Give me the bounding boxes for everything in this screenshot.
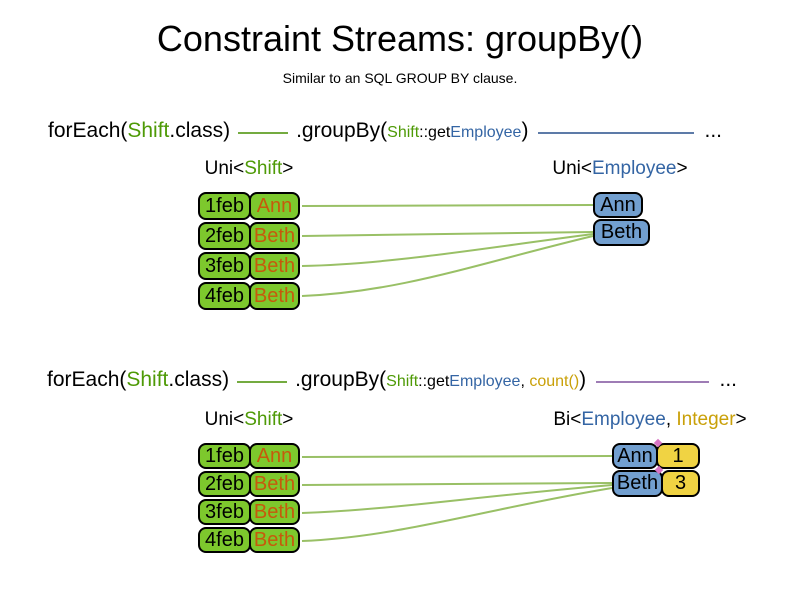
d1-connector-row4-beth bbox=[301, 235, 594, 297]
count-box-ann: 1 bbox=[656, 443, 700, 469]
param-getter: ::get bbox=[418, 373, 450, 390]
bi-prefix: Bi< bbox=[553, 409, 582, 430]
code2-green-connector-line bbox=[237, 380, 288, 383]
shift-date-cell: 3feb bbox=[198, 499, 251, 525]
diagram2-right-type-label: Bi<Employee, Integer> bbox=[535, 409, 765, 431]
foreach-open: forEach( bbox=[47, 368, 127, 391]
diagram1-right-type-label: Uni<Employee> bbox=[540, 158, 700, 180]
shift-date-cell: 2feb bbox=[198, 222, 251, 250]
param-employee: Employee bbox=[449, 373, 521, 390]
diagram2-left-type-label: Uni<Shift> bbox=[199, 409, 299, 431]
shift-employee-cell: Beth bbox=[249, 252, 300, 280]
d1-connector-row1-ann bbox=[301, 204, 594, 207]
d1-connector-row2-beth bbox=[301, 231, 594, 237]
diagram2-shift-table: 1feb Ann 2feb Beth 3feb Beth 4feb Beth bbox=[198, 443, 300, 555]
groupby-expression-1: .groupBy(Shift::getEmployee) bbox=[296, 119, 528, 143]
uni-prefix: Uni< bbox=[552, 158, 592, 179]
code-line-1: forEach(Shift.class) .groupBy(Shift::get… bbox=[48, 119, 722, 143]
shift-employee-cell: Beth bbox=[249, 222, 300, 250]
table-row: 1feb Ann bbox=[198, 443, 300, 469]
diagram1-shift-table: 1feb Ann 2feb Beth 3feb Beth 4feb Beth bbox=[198, 192, 300, 312]
table-row: 4feb Beth bbox=[198, 282, 300, 310]
ellipsis-2: ... bbox=[719, 368, 737, 391]
code1-blue-connector-line bbox=[538, 131, 695, 134]
param-comma: , bbox=[520, 373, 530, 390]
shift-date-cell: 1feb bbox=[198, 443, 251, 469]
group-box-beth: Beth bbox=[593, 219, 650, 246]
shift-date-cell: 1feb bbox=[198, 192, 251, 220]
ellipsis-1: ... bbox=[704, 119, 722, 142]
shift-date-cell: 4feb bbox=[198, 527, 251, 553]
groupby-open: .groupBy( bbox=[296, 119, 388, 142]
shift-employee-cell: Beth bbox=[249, 499, 300, 525]
shift-date-cell: 2feb bbox=[198, 471, 251, 497]
d2-connector-row3-beth bbox=[301, 484, 613, 514]
code-line-2: forEach(Shift.class) .groupBy(Shift::get… bbox=[47, 368, 737, 392]
diagram1-left-type-label: Uni<Shift> bbox=[199, 158, 299, 180]
class-close: .class) bbox=[169, 119, 231, 142]
employee-type: Employee bbox=[581, 409, 666, 430]
shift-employee-cell: Ann bbox=[249, 443, 300, 469]
type-suffix: > bbox=[282, 158, 294, 179]
close-paren: ) bbox=[521, 119, 529, 142]
groupby-expression-2: .groupBy(Shift::getEmployee, count()) bbox=[295, 368, 586, 392]
groupby-open: .groupBy( bbox=[295, 368, 387, 391]
table-row: 4feb Beth bbox=[198, 527, 300, 553]
group-box-beth: Beth bbox=[612, 470, 663, 497]
group-box-ann: Ann bbox=[612, 443, 658, 469]
d2-connector-row2-beth bbox=[301, 482, 613, 486]
slide-subtitle: Similar to an SQL GROUP BY clause. bbox=[282, 70, 518, 86]
d1-connector-row3-beth bbox=[301, 233, 594, 267]
code2-purple-connector-line bbox=[596, 380, 710, 383]
type-suffix: > bbox=[676, 158, 688, 179]
d2-connector-row1-ann bbox=[301, 455, 613, 458]
shift-class-name: Shift bbox=[127, 119, 170, 142]
foreach-expression-1: forEach(Shift.class) bbox=[48, 119, 230, 143]
integer-type: Integer bbox=[676, 409, 736, 430]
table-row: 3feb Beth bbox=[198, 499, 300, 525]
table-row: 2feb Beth bbox=[198, 471, 300, 497]
close-paren: ) bbox=[579, 368, 587, 391]
table-row: 3feb Beth bbox=[198, 252, 300, 280]
type-separator: , bbox=[665, 409, 677, 430]
foreach-expression-2: forEach(Shift.class) bbox=[47, 368, 229, 392]
param-count: count() bbox=[529, 373, 580, 390]
uni-prefix: Uni< bbox=[204, 409, 245, 430]
group-box-ann: Ann bbox=[593, 192, 643, 218]
param-employee: Employee bbox=[450, 124, 522, 141]
type-suffix: > bbox=[735, 409, 747, 430]
foreach-open: forEach( bbox=[48, 119, 128, 142]
shift-class-name: Shift bbox=[126, 368, 169, 391]
shift-employee-cell: Beth bbox=[249, 527, 300, 553]
param-shift: Shift bbox=[387, 124, 420, 141]
shift-type: Shift bbox=[244, 409, 283, 430]
code1-green-connector-line bbox=[238, 131, 289, 134]
shift-date-cell: 3feb bbox=[198, 252, 251, 280]
shift-employee-cell: Ann bbox=[249, 192, 300, 220]
class-close: .class) bbox=[168, 368, 230, 391]
shift-type: Shift bbox=[244, 158, 283, 179]
param-shift: Shift bbox=[386, 373, 419, 390]
uni-prefix: Uni< bbox=[204, 158, 245, 179]
shift-employee-cell: Beth bbox=[249, 282, 300, 310]
shift-date-cell: 4feb bbox=[198, 282, 251, 310]
count-box-beth: 3 bbox=[661, 470, 700, 497]
type-suffix: > bbox=[282, 409, 294, 430]
employee-type: Employee bbox=[592, 158, 677, 179]
shift-employee-cell: Beth bbox=[249, 471, 300, 497]
table-row: 1feb Ann bbox=[198, 192, 300, 220]
param-getter: ::get bbox=[419, 124, 451, 141]
slide-title: Constraint Streams: groupBy() bbox=[156, 18, 644, 59]
d2-connector-row4-beth bbox=[301, 487, 613, 542]
table-row: 2feb Beth bbox=[198, 222, 300, 250]
